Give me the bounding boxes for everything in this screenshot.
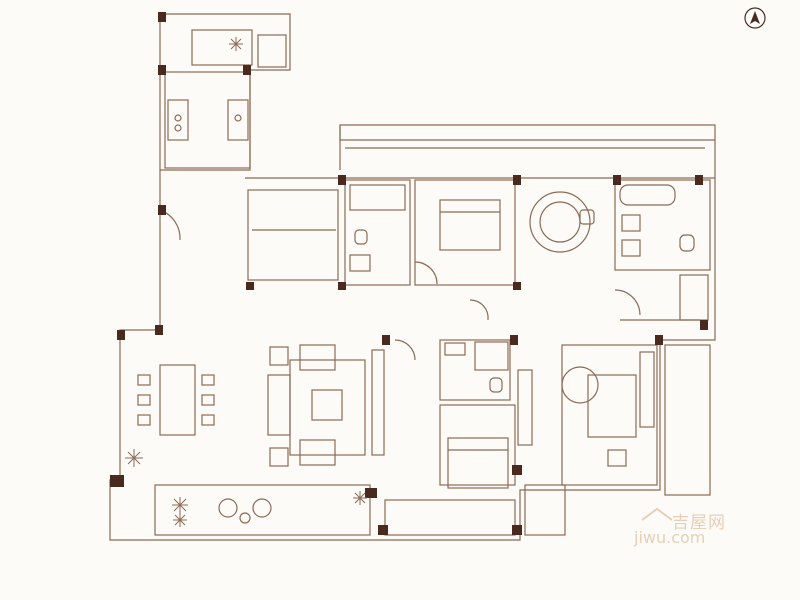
pillar: [246, 282, 254, 290]
closet: [191, 29, 253, 66]
closet: [257, 34, 287, 68]
pillar: [365, 488, 377, 498]
closet: [679, 274, 709, 321]
chair-icon: [218, 498, 238, 518]
chair-icon: [201, 374, 215, 386]
plant-icon: [353, 491, 367, 505]
outer-wall: [159, 13, 291, 171]
stove-icon: [174, 124, 182, 132]
wall-pillars: [110, 12, 708, 535]
shower-stall: [474, 341, 509, 371]
balcony: [664, 344, 711, 496]
door-arc: [469, 299, 489, 321]
wardrobe: [247, 189, 339, 281]
pillar: [510, 335, 518, 345]
chair-icon: [201, 414, 215, 426]
pillar: [512, 465, 522, 475]
pillar: [155, 325, 163, 335]
plant-icon: [229, 37, 243, 51]
chair-icon: [137, 374, 151, 386]
dining-table: [159, 364, 196, 436]
pillar: [158, 65, 166, 75]
stove-icon: [174, 114, 182, 122]
door-arc: [394, 339, 416, 361]
chair-icon: [137, 394, 151, 406]
balcony: [384, 499, 516, 536]
wardrobe: [517, 369, 533, 446]
pillar: [338, 175, 346, 185]
sink-icon: [444, 342, 466, 356]
chair-icon: [137, 414, 151, 426]
chair-icon: [252, 498, 272, 518]
outer-wall: [109, 124, 716, 541]
toilet-icon: [354, 229, 368, 245]
bedroom-room: [561, 344, 658, 486]
kitchen-room: [164, 71, 251, 169]
round-rug: [561, 366, 599, 404]
balcony-rail: [339, 125, 715, 141]
door-arc: [614, 289, 641, 316]
pillar: [695, 175, 703, 185]
bed: [587, 374, 637, 438]
chair-icon: [579, 209, 595, 225]
bed: [447, 437, 509, 489]
bedroom-room: [439, 404, 516, 486]
side-table: [239, 512, 251, 524]
round-desk-inner: [539, 201, 581, 243]
armchair: [299, 344, 336, 371]
balcony: [524, 484, 566, 536]
pillar: [117, 330, 125, 340]
pillar: [158, 12, 166, 22]
kitchen-counter: [227, 99, 249, 141]
tv-cabinet: [371, 349, 385, 456]
pillar: [378, 525, 388, 535]
bathroom-room: [614, 179, 711, 271]
door-arc: [414, 261, 438, 285]
plant-icon: [172, 497, 188, 513]
house-logo-icon: [641, 507, 673, 521]
pillar: [110, 475, 124, 487]
side-table: [269, 447, 289, 467]
bathroom-room: [439, 339, 511, 401]
watermark-brand-en: jiwu.com: [634, 528, 706, 547]
pillar: [700, 320, 708, 330]
kitchen-counter: [167, 99, 189, 141]
north-arrow-icon: [744, 7, 766, 29]
toilet-icon: [679, 234, 695, 252]
plant-icon: [125, 449, 143, 467]
pillar: [513, 175, 521, 185]
watermark-brand-cn: 吉屋网: [672, 513, 726, 533]
pillar: [512, 525, 522, 535]
bed: [439, 199, 501, 251]
round-desk: [529, 191, 591, 253]
sink-icon: [621, 239, 641, 257]
coffee-table: [311, 389, 343, 421]
living-room-rug: [289, 359, 366, 456]
plant-icon: [173, 513, 187, 527]
watermark: 吉屋网 jiwu.com: [632, 506, 772, 550]
sink-icon: [349, 254, 371, 272]
side-table: [607, 449, 627, 467]
pillar: [243, 65, 251, 75]
bathtub: [619, 184, 676, 206]
sofa: [267, 374, 291, 436]
chair-icon: [201, 394, 215, 406]
shower-stall: [349, 184, 406, 211]
sink-icon: [234, 114, 242, 122]
pillar: [158, 205, 166, 215]
pillar: [513, 282, 521, 290]
pillar: [655, 335, 663, 345]
toilet-icon: [489, 377, 503, 393]
pillar: [613, 175, 621, 185]
pillar: [338, 282, 346, 290]
wardrobe: [639, 351, 655, 428]
side-table: [269, 346, 289, 366]
bathroom-room: [344, 179, 411, 286]
armchair: [299, 439, 336, 466]
pillar: [382, 335, 390, 345]
balcony: [154, 484, 371, 536]
sink-icon: [621, 214, 641, 232]
bedroom-room: [414, 179, 516, 286]
